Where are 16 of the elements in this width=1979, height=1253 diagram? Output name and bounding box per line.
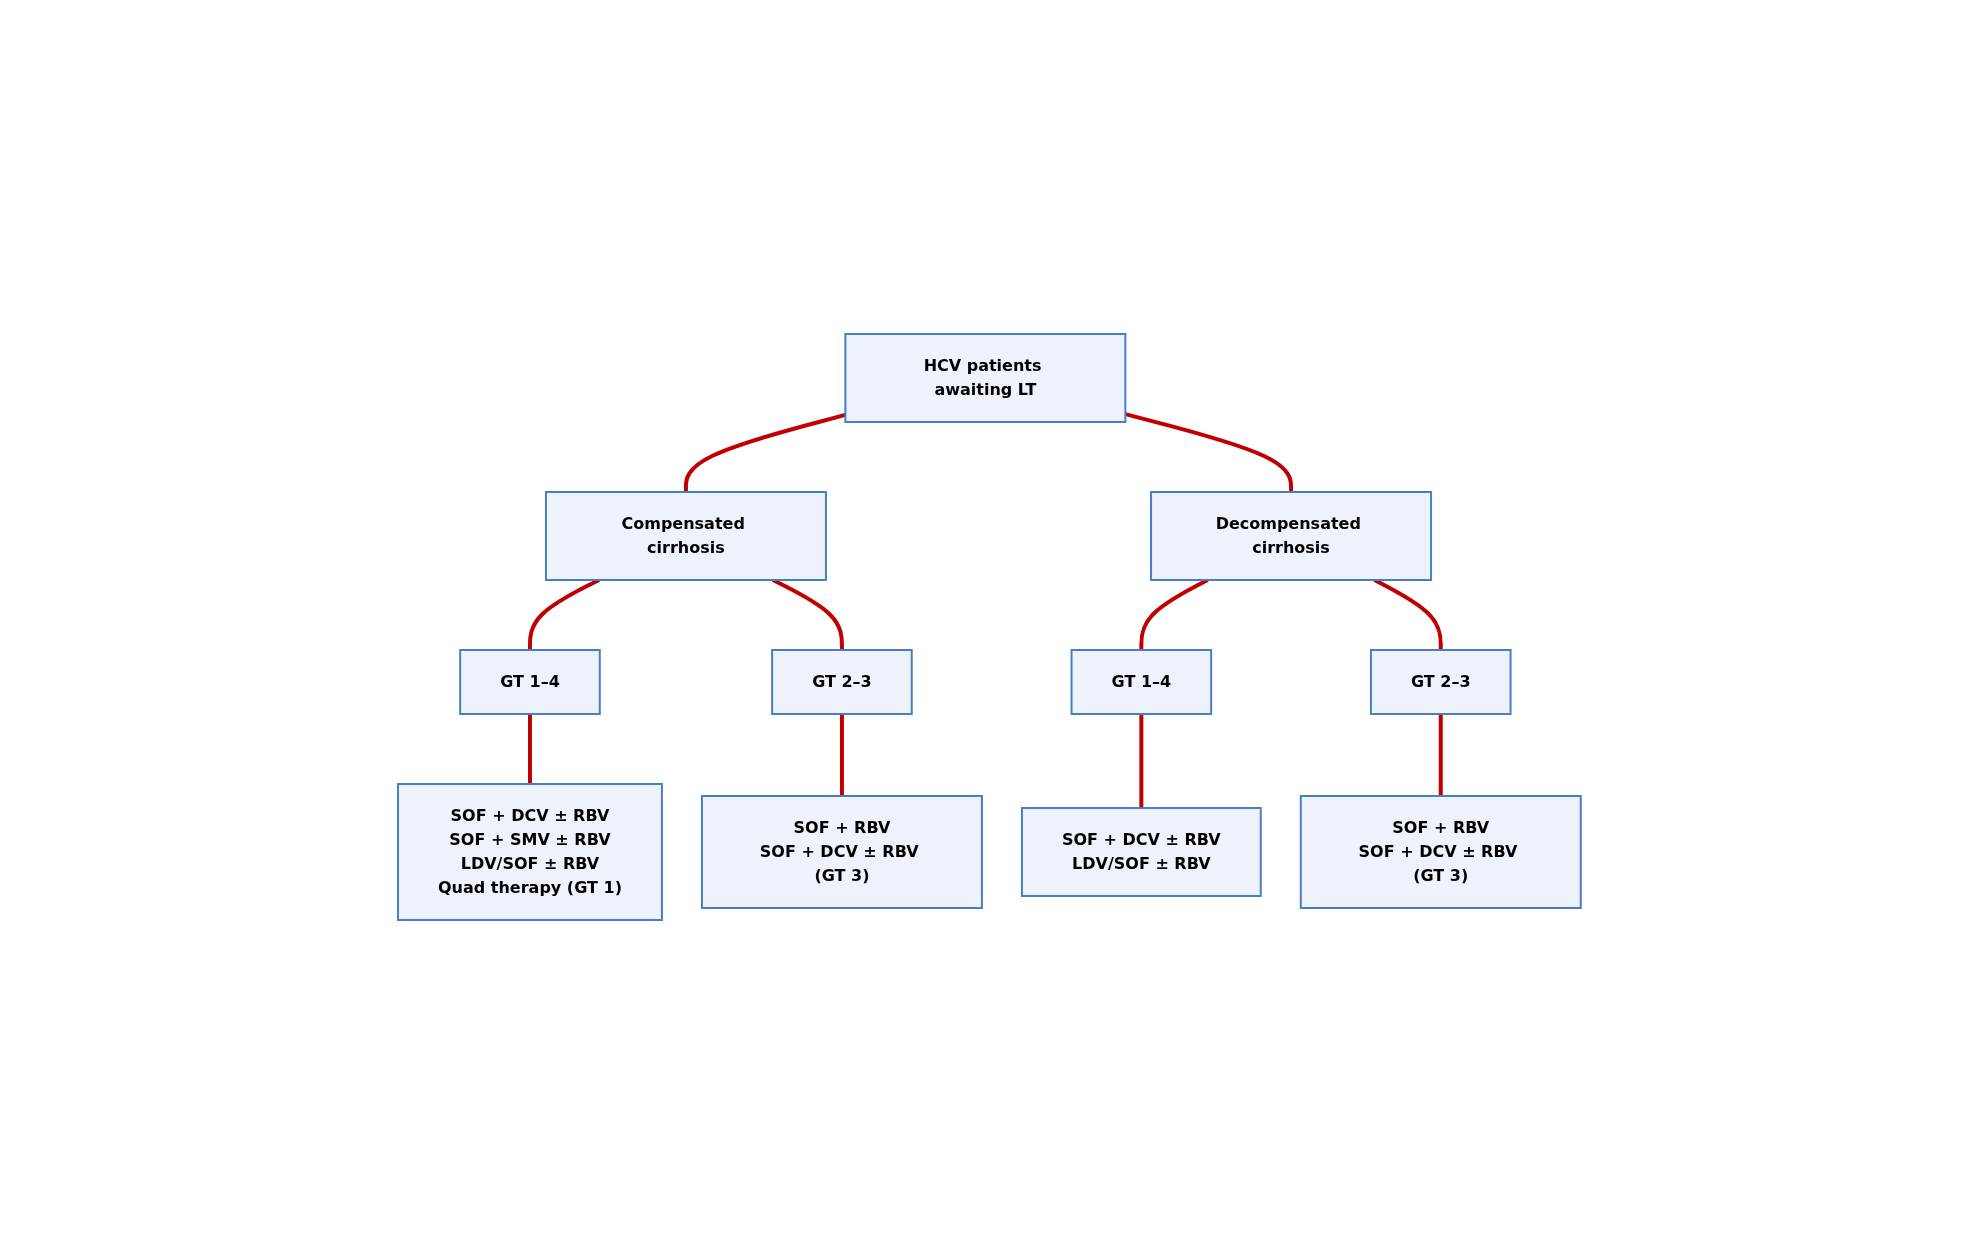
connector [1438,713,1443,796]
connector [684,412,846,492]
node-box: HCV patients awaiting LT [844,332,1127,423]
connector [528,713,533,784]
node-box: SOF + DCV ± RBV SOF + SMV ± RBV LDV/SOF ± RBV Quad therapy (GT 1) [397,782,664,921]
connector [840,713,845,796]
node-box: SOF + RBV SOF + DCV ± RBV (GT 3) [1299,794,1582,909]
connector [1139,713,1144,808]
node-box: SOF + RBV SOF + DCV ± RBV (GT 3) [701,794,984,909]
node-box: GT 1–4 [459,648,601,715]
node-box: Decompensated cirrhosis [1150,490,1433,581]
node-box: GT 1–4 [1070,648,1213,715]
node-box: GT 2–3 [771,648,913,715]
node-box: Compensated cirrhosis [545,490,828,581]
node-box: SOF + DCV ± RBV LDV/SOF ± RBV [1021,806,1262,897]
node-box: GT 2–3 [1370,648,1512,715]
